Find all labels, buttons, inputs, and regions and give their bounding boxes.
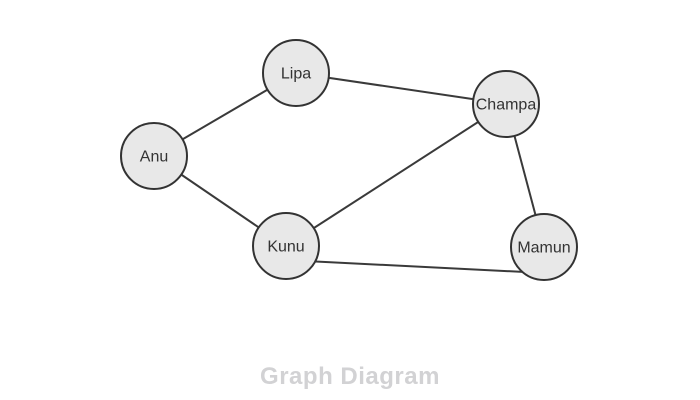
graph-node-lipa[interactable]: Lipa [262, 39, 330, 107]
diagram-title: Graph Diagram [260, 363, 440, 390]
graph-node-champa[interactable]: Champa [472, 70, 540, 138]
graph-node-circle-anu[interactable] [120, 122, 188, 190]
graph-edge-champa-kunu [285, 103, 507, 247]
graph-node-circle-lipa[interactable] [262, 39, 330, 107]
graph-node-circle-mamun[interactable] [510, 213, 578, 281]
graph-node-circle-champa[interactable] [472, 70, 540, 138]
graph-edge-lipa-champa [295, 72, 507, 105]
graph-node-anu[interactable]: Anu [120, 122, 188, 190]
graph-node-mamun[interactable]: Mamun [510, 213, 578, 281]
graph-node-kunu[interactable]: Kunu [252, 212, 320, 280]
graph-edge-kunu-mamun [285, 259, 545, 274]
graph-node-circle-kunu[interactable] [252, 212, 320, 280]
